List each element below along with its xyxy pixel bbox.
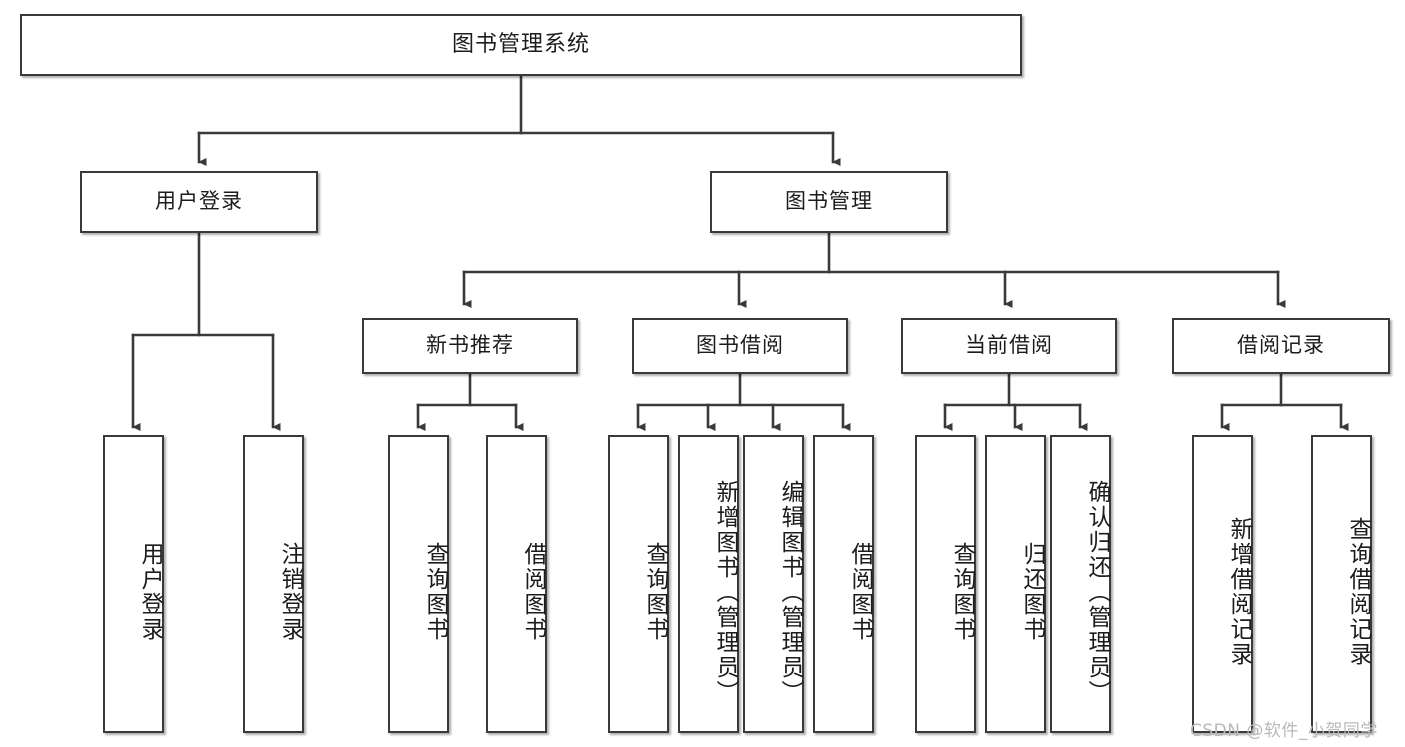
node-label: 当前借阅 bbox=[965, 333, 1053, 358]
node-user-login[interactable]: 用户登录 bbox=[80, 171, 318, 233]
node-label: 用户登录 bbox=[137, 542, 163, 642]
node-root-book-management-system[interactable]: 图书管理系统 bbox=[20, 14, 1022, 76]
node-label: 确认归还（管理员） bbox=[1084, 479, 1110, 705]
node-book-management[interactable]: 图书管理 bbox=[710, 171, 948, 233]
node-borrow-record[interactable]: 借阅记录 bbox=[1172, 318, 1390, 374]
node-label: 新书推荐 bbox=[426, 333, 514, 358]
leaf-query-book-recommend[interactable]: 查询图书 bbox=[388, 435, 449, 733]
node-label: 查询图书 bbox=[422, 542, 448, 642]
leaf-logout[interactable]: 注销登录 bbox=[243, 435, 304, 733]
node-book-borrow[interactable]: 图书借阅 bbox=[632, 318, 848, 374]
leaf-query-borrow-record[interactable]: 查询借阅记录 bbox=[1311, 435, 1372, 733]
leaf-borrow-book[interactable]: 借阅图书 bbox=[813, 435, 874, 733]
node-label: 编辑图书（管理员） bbox=[777, 479, 803, 705]
leaf-add-book-admin[interactable]: 新增图书（管理员） bbox=[678, 435, 739, 733]
node-label: 借阅图书 bbox=[847, 542, 873, 642]
node-current-borrow[interactable]: 当前借阅 bbox=[901, 318, 1117, 374]
node-label: 图书管理 bbox=[785, 189, 873, 214]
node-label: 新增图书（管理员） bbox=[712, 479, 738, 705]
leaf-query-book-current[interactable]: 查询图书 bbox=[915, 435, 976, 733]
node-label: 注销登录 bbox=[277, 542, 303, 642]
leaf-query-book-borrow[interactable]: 查询图书 bbox=[608, 435, 669, 733]
leaf-edit-book-admin[interactable]: 编辑图书（管理员） bbox=[743, 435, 804, 733]
leaf-confirm-return-admin[interactable]: 确认归还（管理员） bbox=[1050, 435, 1111, 733]
node-label: 查询借阅记录 bbox=[1345, 517, 1371, 667]
node-label: 归还图书 bbox=[1019, 542, 1045, 642]
leaf-return-book[interactable]: 归还图书 bbox=[985, 435, 1046, 733]
leaf-borrow-book-recommend[interactable]: 借阅图书 bbox=[486, 435, 547, 733]
leaf-add-borrow-record[interactable]: 新增借阅记录 bbox=[1192, 435, 1253, 733]
node-label: 图书管理系统 bbox=[451, 31, 590, 57]
node-label: 图书借阅 bbox=[696, 333, 784, 358]
node-label: 查询图书 bbox=[949, 542, 975, 642]
csdn-watermark: CSDN @软件_小贺同学 bbox=[1190, 721, 1378, 741]
node-label: 查询图书 bbox=[642, 542, 668, 642]
node-label: 新增借阅记录 bbox=[1226, 517, 1252, 667]
node-label: 借阅记录 bbox=[1237, 333, 1325, 358]
leaf-user-login[interactable]: 用户登录 bbox=[103, 435, 164, 733]
node-label: 用户登录 bbox=[155, 189, 243, 214]
node-label: 借阅图书 bbox=[520, 542, 546, 642]
node-new-book-recommend[interactable]: 新书推荐 bbox=[362, 318, 578, 374]
